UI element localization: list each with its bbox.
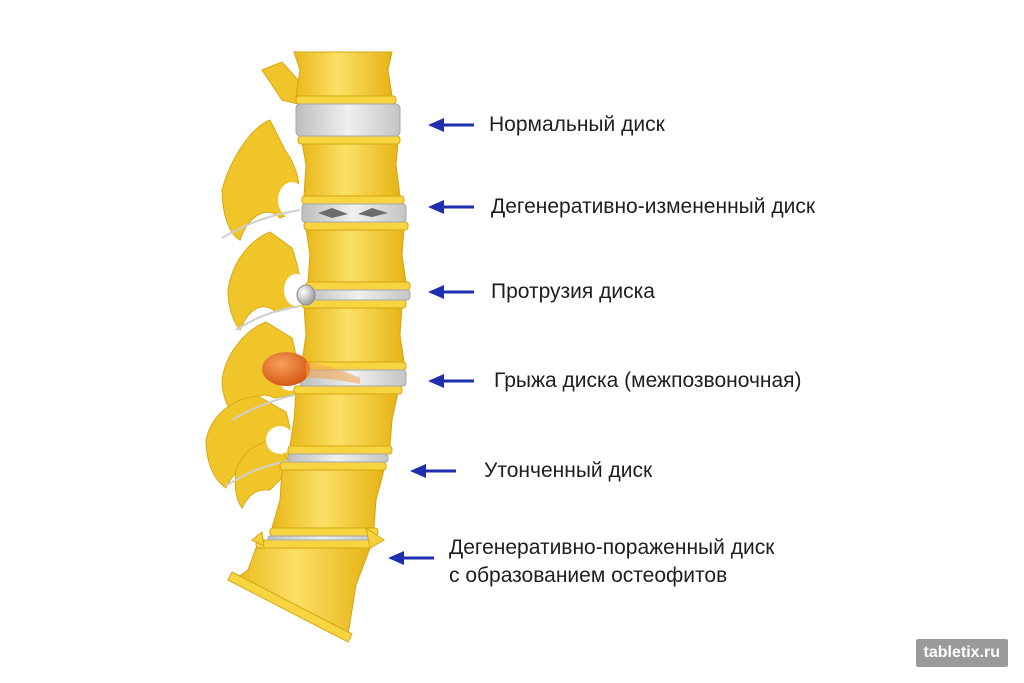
posterior-processes	[205, 61, 302, 509]
label-thinned-disc: Утонченный диск	[484, 459, 653, 482]
label-degenerative-changed-disc: Дегенеративно-измененный диск	[491, 195, 816, 218]
watermark-badge: tabletix.ru	[915, 639, 1008, 667]
arrow-protrusion	[428, 285, 474, 299]
endplate-rims	[227, 95, 411, 643]
label-normal-disc: Нормальный диск	[489, 113, 665, 136]
protrusion-bulge	[296, 284, 316, 306]
disc-normal	[295, 103, 401, 137]
label-degenerative-affected-line1: Дегенеративно-пораженный диск	[449, 536, 775, 559]
disc-thinned	[287, 453, 389, 463]
label-degenerative-affected-line2: с образованием остеофитов	[449, 564, 728, 587]
disc-protrusion	[305, 289, 411, 301]
arrow-degenerative-affected	[388, 551, 434, 565]
disc-degenerative-affected	[267, 535, 377, 541]
label-protrusion: Протрузия диска	[491, 280, 655, 303]
vertebral-bodies	[233, 51, 407, 636]
hernia-mass	[262, 352, 310, 386]
arrow-normal	[428, 118, 474, 132]
arrows	[388, 118, 474, 565]
disc-degenerative-changed	[301, 203, 407, 223]
arrow-hernia	[428, 374, 474, 388]
discs	[267, 103, 411, 541]
arrow-thinned	[410, 464, 456, 478]
arrow-degenerative-changed	[428, 200, 474, 214]
hernia-glow	[306, 362, 360, 384]
degeneration-marks	[318, 208, 388, 218]
osteophytes	[251, 526, 385, 549]
label-hernia: Грыжа диска (межпозвоночная)	[494, 369, 802, 392]
